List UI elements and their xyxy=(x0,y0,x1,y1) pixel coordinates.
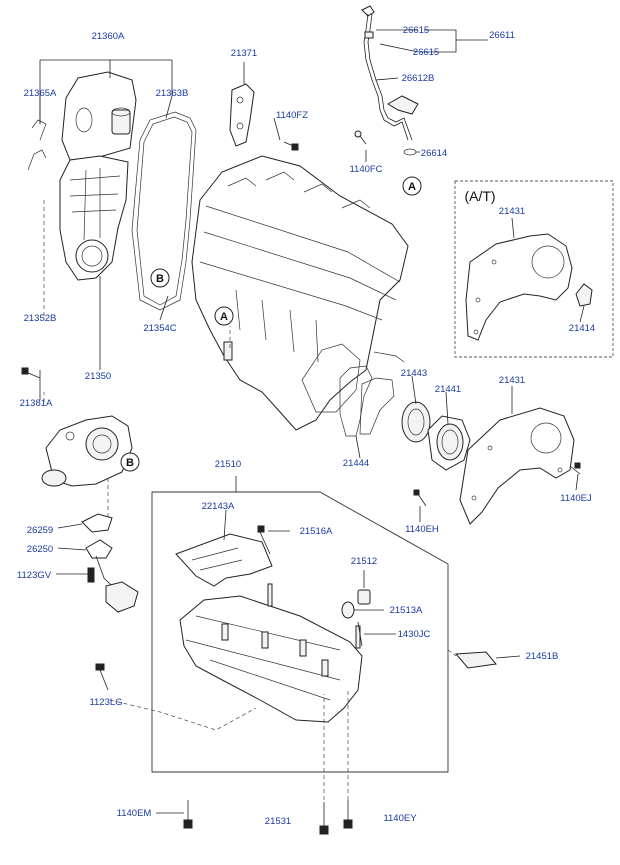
timing-cover-upper xyxy=(61,71,137,161)
label-1123GV: 1123GV xyxy=(17,570,52,581)
timing-cover-gasket xyxy=(131,111,197,311)
bolt-1140EM xyxy=(183,800,193,829)
callout-a-dipstick-label: A xyxy=(408,181,416,193)
label-21444: 21444 xyxy=(343,458,369,469)
rear-oil-seal-gasket-21444 xyxy=(339,365,373,437)
callout-b-pump: B xyxy=(120,452,140,472)
bolt-21516A xyxy=(257,525,271,555)
dipstick-bolt-1140FC xyxy=(354,130,367,145)
label-1140EJ: 1140EJ xyxy=(560,493,592,504)
label-1140FZ: 1140FZ xyxy=(276,110,308,121)
callout-b-pump-label: B xyxy=(126,457,134,469)
label-21414: 21414 xyxy=(569,323,595,334)
bolt-1140EY xyxy=(343,800,353,829)
gasket-21513A xyxy=(341,601,355,619)
label-21441: 21441 xyxy=(435,384,461,395)
label-1430JC: 1430JC xyxy=(398,629,431,640)
callout-b-cover: B xyxy=(150,268,170,288)
callout-a-block-label: A xyxy=(220,311,228,323)
bolt-1140EH xyxy=(413,489,427,507)
label-21354C: 21354C xyxy=(143,323,176,334)
label-21513A: 21513A xyxy=(390,605,423,616)
callout-b-cover-label: B xyxy=(156,273,164,285)
label-at-title: (A/T) xyxy=(464,188,495,204)
dipstick-assembly xyxy=(361,5,419,156)
label-21381A: 21381A xyxy=(20,398,53,409)
label-21371: 21371 xyxy=(231,48,257,59)
label-21352B: 21352B xyxy=(24,313,57,324)
label-26250: 26250 xyxy=(27,544,53,555)
label-1140EM: 1140EM xyxy=(117,808,152,819)
gasket-26259 xyxy=(81,513,113,533)
label-21516A: 21516A xyxy=(300,526,333,537)
seal-case-21441 xyxy=(427,415,471,471)
oil-pan-21510 xyxy=(179,583,363,723)
label-26614: 26614 xyxy=(421,148,447,159)
bolt-1140EJ xyxy=(569,462,581,475)
label-21431-mt: 21431 xyxy=(499,375,525,386)
label-1140EH: 1140EH xyxy=(405,524,439,535)
drive-plate-mt xyxy=(459,407,575,525)
label-21365A: 21365A xyxy=(24,88,57,99)
label-21350: 21350 xyxy=(85,371,111,382)
oil-pan-group-box xyxy=(151,491,449,773)
oil-strainer-26250 xyxy=(85,539,139,613)
sealant-21451B xyxy=(454,651,497,669)
leader-lines xyxy=(39,29,585,814)
label-1140FC: 1140FC xyxy=(349,164,382,175)
label-21531: 21531 xyxy=(265,816,291,827)
bolt-1123GV xyxy=(87,567,95,583)
stud-1430JC xyxy=(357,621,363,647)
timing-cover-lower xyxy=(59,155,129,281)
drive-plate-at xyxy=(465,233,573,341)
rear-housing-gasket xyxy=(359,377,395,435)
label-21363B: 21363B xyxy=(156,88,189,99)
oil-seal-21443 xyxy=(401,401,431,443)
label-21443: 21443 xyxy=(401,368,427,379)
label-22143A: 22143A xyxy=(202,501,235,512)
rubber-seal-clip xyxy=(27,119,47,171)
at-option-box xyxy=(454,180,614,358)
bolt-21531 xyxy=(319,802,329,835)
label-26615-upper: 26615 xyxy=(403,25,429,36)
drain-plug-21512 xyxy=(357,589,371,605)
label-26259: 26259 xyxy=(27,525,53,536)
engine-block xyxy=(191,155,409,431)
label-21360A: 21360A xyxy=(92,31,125,42)
label-1123LG: 1123LG xyxy=(89,697,122,708)
bolt-21381A xyxy=(21,367,41,379)
bracket-21371 xyxy=(229,83,255,147)
bolt-1140FZ xyxy=(283,141,299,151)
oil-pump xyxy=(41,415,133,487)
label-21510: 21510 xyxy=(215,459,241,470)
callout-a-dipstick: A xyxy=(402,176,422,196)
label-26615-lower: 26615 xyxy=(413,47,439,58)
label-26612B: 26612B xyxy=(402,73,435,84)
label-1140EY: 1140EY xyxy=(383,813,417,824)
label-21431-at: 21431 xyxy=(499,206,525,217)
bolt-1123LG xyxy=(95,663,109,691)
part-labels: 21360A 21365A 21363B 21371 1140FZ 26615 … xyxy=(17,25,595,827)
label-26611: 26611 xyxy=(489,30,515,41)
plate-21414 xyxy=(575,283,593,307)
callout-a-block: A xyxy=(214,306,234,326)
baffle-plate-22143A xyxy=(175,533,273,587)
label-21451B: 21451B xyxy=(526,651,559,662)
label-21512: 21512 xyxy=(351,556,377,567)
